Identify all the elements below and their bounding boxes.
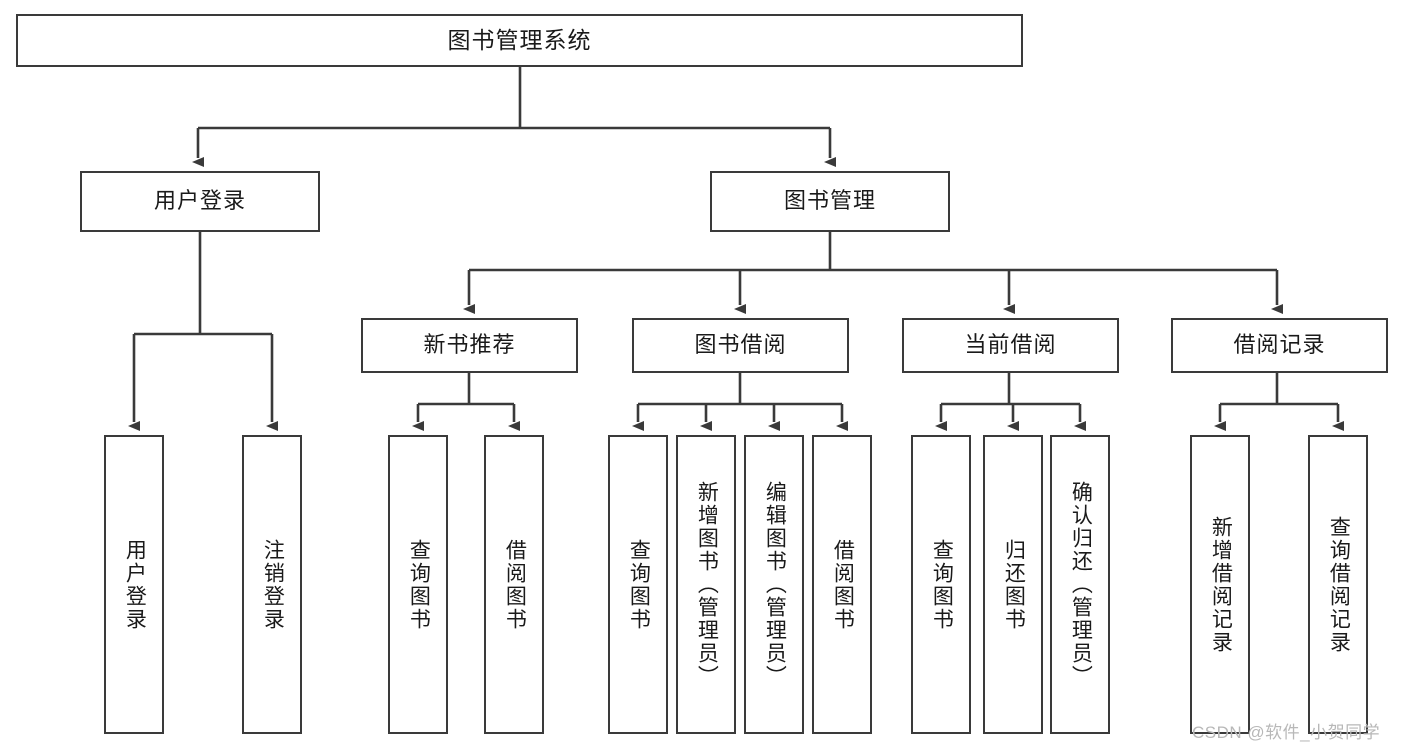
node-leaf-user-login[interactable]: 用户登录 bbox=[104, 435, 164, 734]
node-leaf-add-book-label: 新增图书（管理员） bbox=[695, 481, 719, 688]
node-leaf-query-record[interactable]: 查询借阅记录 bbox=[1308, 435, 1368, 734]
node-new-book-rec-label: 新书推荐 bbox=[423, 332, 516, 358]
node-borrow-record-label: 借阅记录 bbox=[1233, 332, 1326, 358]
node-leaf-query-record-label: 查询借阅记录 bbox=[1327, 515, 1351, 654]
node-current-borrow-label: 当前借阅 bbox=[964, 332, 1057, 358]
node-current-borrow[interactable]: 当前借阅 bbox=[902, 318, 1119, 373]
node-leaf-confirm-return[interactable]: 确认归还（管理员） bbox=[1050, 435, 1110, 734]
node-leaf-confirm-return-label: 确认归还（管理员） bbox=[1069, 481, 1093, 688]
node-leaf-add-record-label: 新增借阅记录 bbox=[1209, 515, 1233, 654]
node-leaf-borrow-book-2[interactable]: 借阅图书 bbox=[812, 435, 872, 734]
node-leaf-query-book-2-label: 查询图书 bbox=[627, 538, 651, 631]
node-user-login[interactable]: 用户登录 bbox=[80, 171, 320, 232]
node-leaf-add-record[interactable]: 新增借阅记录 bbox=[1190, 435, 1250, 734]
csdn-watermark-text: CSDN @软件_小贺同学 bbox=[1192, 723, 1381, 742]
node-leaf-user-logout[interactable]: 注销登录 bbox=[242, 435, 302, 734]
csdn-watermark: CSDN @软件_小贺同学 bbox=[1192, 718, 1380, 743]
node-book-borrow-label: 图书借阅 bbox=[694, 332, 787, 358]
node-leaf-borrow-book-1[interactable]: 借阅图书 bbox=[484, 435, 544, 734]
node-leaf-add-book[interactable]: 新增图书（管理员） bbox=[676, 435, 736, 734]
node-borrow-record[interactable]: 借阅记录 bbox=[1171, 318, 1388, 373]
node-book-manage-label: 图书管理 bbox=[783, 188, 876, 214]
node-leaf-return-book-label: 归还图书 bbox=[1002, 538, 1026, 631]
node-leaf-edit-book-label: 编辑图书（管理员） bbox=[763, 481, 787, 688]
node-leaf-query-book-1-label: 查询图书 bbox=[407, 538, 431, 631]
node-leaf-query-book-3-label: 查询图书 bbox=[930, 538, 954, 631]
node-user-login-label: 用户登录 bbox=[153, 188, 246, 214]
node-book-borrow[interactable]: 图书借阅 bbox=[632, 318, 849, 373]
node-leaf-query-book-2[interactable]: 查询图书 bbox=[608, 435, 668, 734]
node-leaf-query-book-1[interactable]: 查询图书 bbox=[388, 435, 448, 734]
node-leaf-borrow-book-2-label: 借阅图书 bbox=[831, 538, 855, 631]
node-new-book-rec[interactable]: 新书推荐 bbox=[361, 318, 578, 373]
node-root[interactable]: 图书管理系统 bbox=[16, 14, 1023, 67]
node-leaf-edit-book[interactable]: 编辑图书（管理员） bbox=[744, 435, 804, 734]
node-leaf-query-book-3[interactable]: 查询图书 bbox=[911, 435, 971, 734]
node-leaf-return-book[interactable]: 归还图书 bbox=[983, 435, 1043, 734]
node-leaf-user-logout-label: 注销登录 bbox=[261, 538, 285, 631]
node-root-label: 图书管理系统 bbox=[447, 26, 592, 53]
node-book-manage[interactable]: 图书管理 bbox=[710, 171, 950, 232]
node-leaf-borrow-book-1-label: 借阅图书 bbox=[503, 538, 527, 631]
node-leaf-user-login-label: 用户登录 bbox=[123, 538, 147, 631]
